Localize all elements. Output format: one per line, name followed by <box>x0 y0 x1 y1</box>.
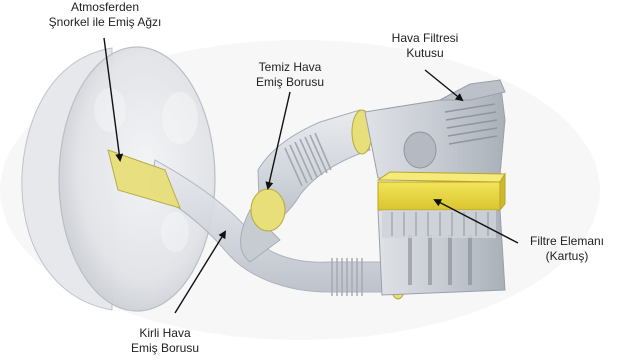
label-filter-box-line1: Hava Filtresi <box>375 31 475 46</box>
label-filter-box-line2: Kutusu <box>375 46 475 61</box>
filter-element-cartridge <box>378 172 505 238</box>
label-filter-element-line2: (Kartuş) <box>518 249 616 264</box>
label-clean-air-pipe: Temiz Hava Emiş Borusu <box>240 60 340 90</box>
label-filter-element: Filtre Elemanı (Kartuş) <box>518 234 616 264</box>
label-snorkel-line1: Atmosferden <box>40 0 170 15</box>
label-air-filter-box: Hava Filtresi Kutusu <box>375 31 475 61</box>
label-dirty-pipe-line2: Emiş Borusu <box>115 341 215 356</box>
label-clean-pipe-line1: Temiz Hava <box>240 60 340 75</box>
label-snorkel-line2: Şnorkel ile Emiş Ağzı <box>40 15 170 30</box>
label-dirty-pipe-line1: Kirli Hava <box>115 326 215 341</box>
label-dirty-air-pipe: Kirli Hava Emiş Borusu <box>115 326 215 356</box>
label-snorkel-intake: Atmosferden Şnorkel ile Emiş Ağzı <box>40 0 170 30</box>
label-filter-element-line1: Filtre Elemanı <box>518 234 616 249</box>
label-clean-pipe-line2: Emiş Borusu <box>240 75 340 90</box>
